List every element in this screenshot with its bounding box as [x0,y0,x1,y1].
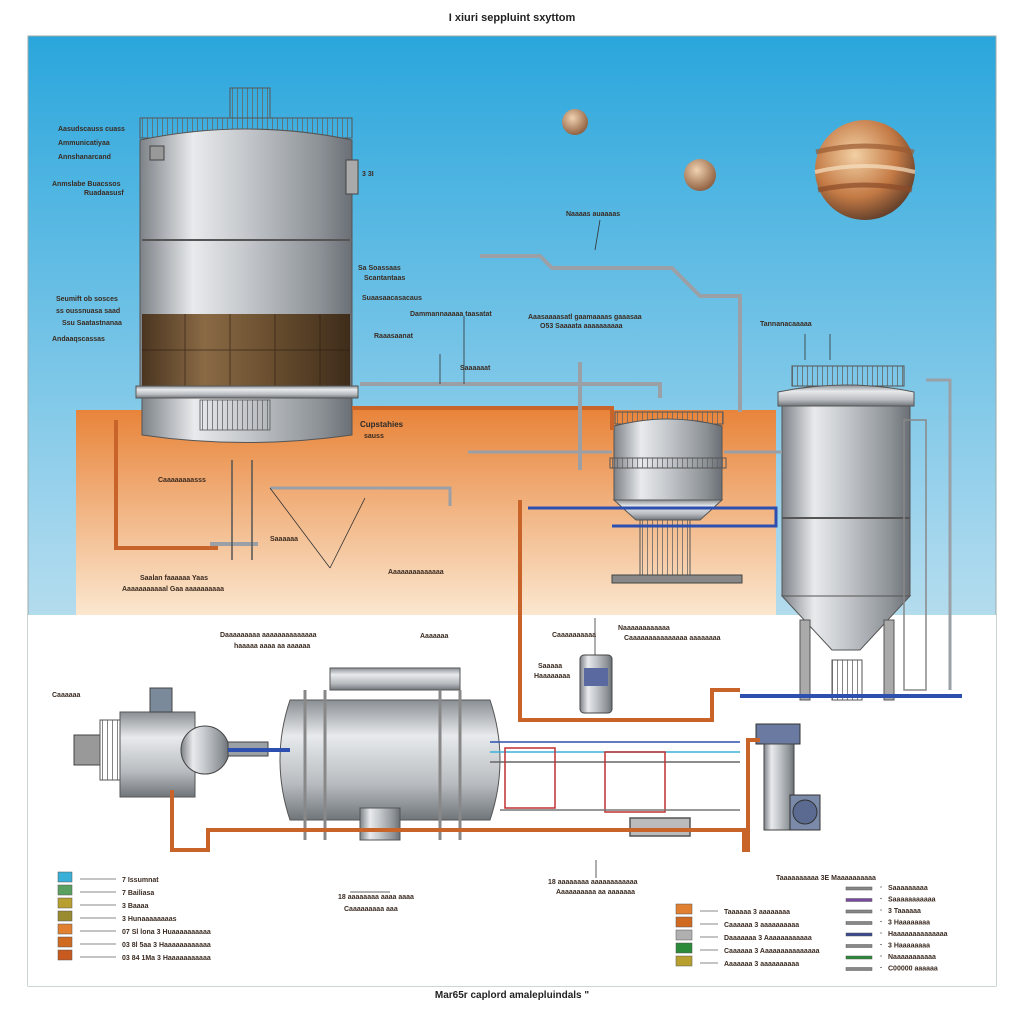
legend-swatch [845,921,873,925]
label-lower-3: Aaaaaaa [420,633,449,640]
label-mid-2: Aaasaaaasatl gaamaaaas gaaasaa [528,314,642,321]
label-tank-left-9: Andaaqscassas [52,336,105,343]
label-tank-right-2: Sa Soassaas [358,265,401,272]
legend-label: Caaaaaa 3 Aaaaaaaaaaaaaaa [724,948,820,955]
legend-swatch [845,944,873,948]
label-lower-4: Caaaaaa [52,692,81,699]
horizontal-vessel-icon [279,667,501,841]
gas-giant-icon [814,120,916,220]
legend-label: 7 Bailiasa [122,890,154,897]
legend-label: 3 Haaaaaaaa [888,920,930,927]
label-lower-5: Caaaaaaaaaa [552,632,596,639]
label-ground-5: Aaaaaaaaaaaaaa [388,569,444,576]
legend-swatch [57,910,73,922]
legend-label: Saaaaaaaaaaa [888,897,936,904]
label-mid-1: Dammannaaaaa taasatat [410,311,492,318]
label-tank-left-8: Ssu Saatastnanaa [62,320,122,327]
label-tank-right-5: Raaasaanat [374,333,414,340]
label-tank-left-4: Anmslabe Buacssos [52,181,121,188]
pump-icon [755,723,821,831]
legend-label: Aaaaaaa 3 aaaaaaaaaa [724,961,799,968]
label-lower-6: Saaaaa [538,663,562,670]
legend-swatch [845,967,873,971]
label-right-top: Tannanacaaaaa [760,321,812,328]
legend-swatch [845,898,873,902]
hopper-silo-icon [777,365,927,701]
diagram-footer: Mar65r caplord amalepluindals " [434,990,590,1001]
storage-tank-icon [135,87,359,443]
label-bottom-2: Caaaaaaaaa aaa [344,906,398,913]
label-bottom-4: Aaaaaaaaaa aa aaaaaaa [556,889,635,896]
label-ground-2: sauss [364,433,384,440]
legend-label: 03 8l 5aa 3 Haaaaaaaaaaaa [122,942,211,949]
legend-swatch [675,903,693,915]
label-tank-left-6: Seumift ob sosces [56,296,118,303]
legend-label: Naaaaaaaaaaa [888,954,936,961]
label-tank-left-1: Aasudscauss cuass [58,126,125,133]
label-tank-left-5: Ruadaasusf [84,190,124,197]
legend-swatch [57,884,73,896]
legend-label: 3 Haaaaaaaa [888,943,930,950]
legend-label: 07 Sl lona 3 Huaaaaaaaaaa [122,929,211,936]
legend-swatch [57,949,73,961]
label-mid-3: O53 Saaaata aaaaaaaaaa [540,323,623,330]
label-tank-left-2: Ammunicatiyaa [58,140,110,147]
legend-label: Haaaaaaaaaaaaaa [888,931,948,938]
label-tank-right-1: 3 3I [362,171,374,178]
legend-swatch [675,955,693,967]
legend-label: 3 Baaaa [122,903,149,910]
label-tank-right-4: Suaasaacasacaus [362,295,422,302]
label-lower-9: Caaaaaaaaaaaaaaa aaaaaaaa [624,635,721,642]
legend-left: 7 Issumnat 7 Bailiasa 3 Baaaa 3 Hunaaaaaaaa… [57,871,211,962]
legend-swatch [57,923,73,935]
legend-label: C00000 aaaaaa [888,966,938,973]
legend-swatch [845,955,873,960]
small-vessel-icon [579,654,613,714]
label-bottom-1: 18 aaaaaaaa aaaa aaaa [338,894,414,901]
legend-swatch [675,916,693,928]
planet-small-icon [562,109,588,135]
label-tank-left-7: ss oussnuasa saad [56,308,120,315]
label-pipe-top: Naaaas auaaaas [566,211,620,218]
motor-assembly-icon [73,687,269,798]
label-ground-6: Saalan faaaaaa Yaas [140,575,208,582]
diagram-title: I xiuri seppluint sxyttom [448,12,576,24]
label-ground-3: Caaaaaaaasss [158,477,206,484]
label-lower-2: haaaaa aaaa aa aaaaaa [234,643,310,650]
legend-swatch [57,936,73,948]
label-lower-7: Haaaaaaaa [534,673,570,680]
reactor-vessel-icon [609,411,743,584]
callout-lines [269,219,831,893]
legend-label: 7 Issumnat [122,877,159,884]
label-bottom-3: 18 aaaaaaaa aaaaaaaaaaaa [548,879,638,886]
legend-label: Taaaaaa 3 aaaaaaaa [724,909,790,916]
label-tank-left-3: Annshanarcand [58,154,111,161]
legend-swatch [675,929,693,941]
legend-swatch [845,909,873,914]
legend-swatch [845,886,873,891]
label-lower-1: Daaaaaaaaa aaaaaaaaaaaaaa [220,632,317,639]
legend-swatch [57,897,73,909]
label-ground-1: Cupstahies [360,420,404,429]
planet-moon-icon [684,159,716,191]
legend-swatch [675,942,693,954]
label-bottom-5: Taaaaaaaaaa 3E Maaaaaaaaaa [776,875,876,882]
legend-label: Daaaaaaa 3 Aaaaaaaaaaaa [724,935,812,942]
label-mid-4: Saaaaaat [460,365,491,372]
legend-swatch [845,932,873,937]
legend-label: 3 Hunaaaaaaaas [122,916,177,923]
piping-network [114,254,962,852]
legend-label: Saaaaaaaaa [888,885,928,892]
legend-label: 03 84 1Ma 3 Haaaaaaaaaaa [122,955,211,962]
label-lower-8: Naaaaaaaaaaaa [618,625,670,632]
legend-label: 3 Taaaaaa [888,908,921,915]
legend-label: Caaaaaa 3 aaaaaaaaaa [724,922,799,929]
label-tank-right-3: Scantantaas [364,275,405,282]
label-ground-7: Aaaaaaaaaaal Gaa aaaaaaaaaa [122,586,224,593]
label-ground-4: Saaaaaa [270,536,298,543]
legend-swatch [57,871,73,883]
